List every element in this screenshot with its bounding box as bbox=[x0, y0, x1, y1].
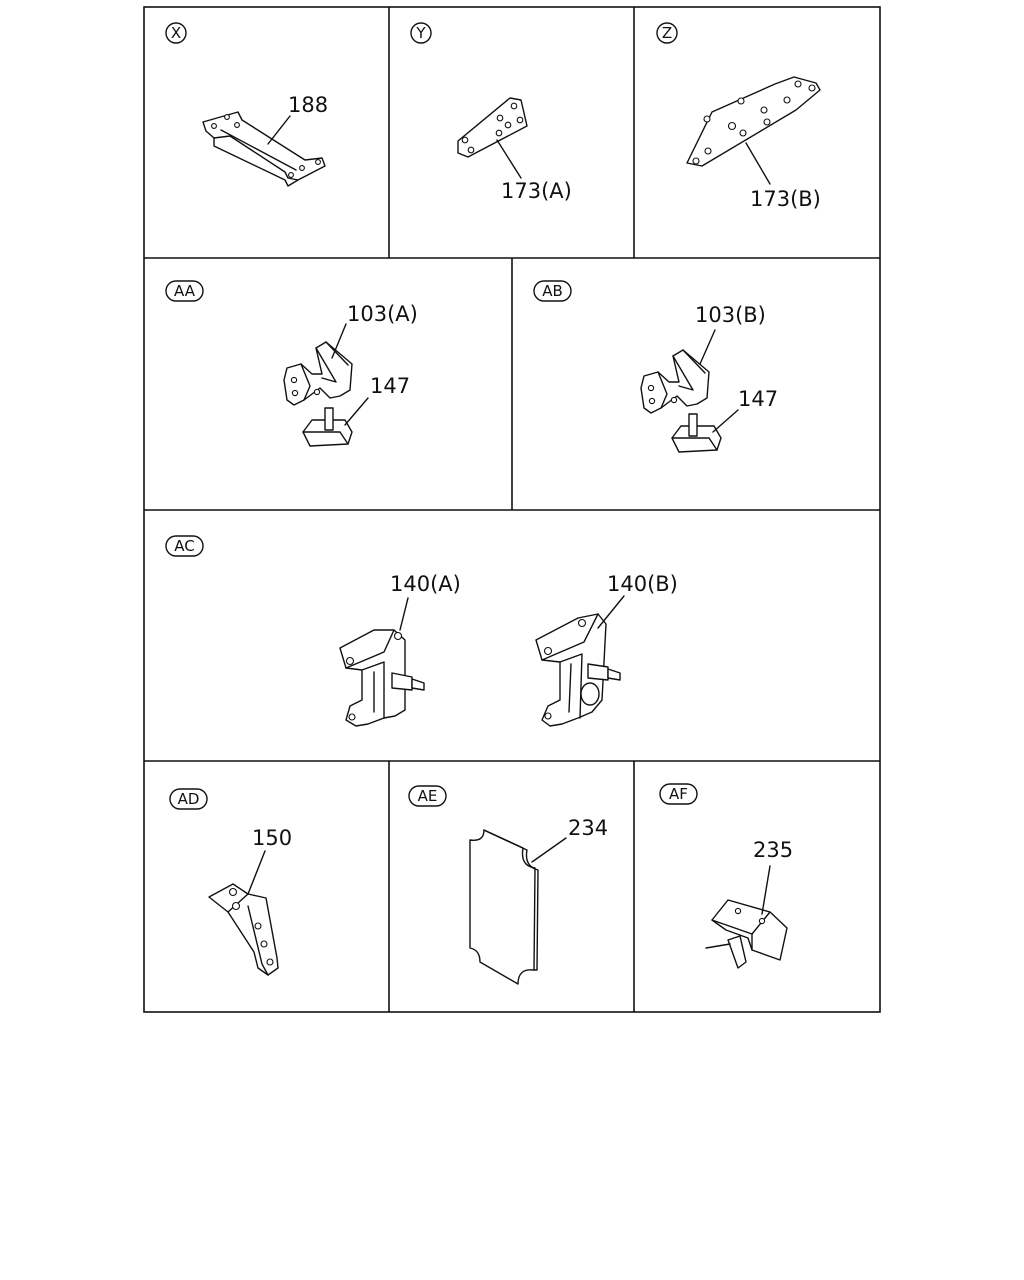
leader-173a bbox=[496, 139, 522, 179]
panel-af: AF 235 bbox=[659, 783, 793, 969]
label-188: 188 bbox=[288, 93, 328, 117]
leader-234 bbox=[531, 837, 567, 863]
panel-ab-id: AB bbox=[533, 280, 572, 302]
panel-ae: AE 234 bbox=[408, 785, 608, 985]
leader-103a bbox=[331, 323, 347, 359]
panel-y-id: Y bbox=[410, 22, 432, 44]
panel-y: Y 173(A) bbox=[410, 22, 572, 203]
panel-z-id: Z bbox=[656, 22, 678, 44]
label-140a: 140(A) bbox=[390, 572, 461, 596]
part-103b-bracket bbox=[640, 349, 710, 414]
panel-aa-id: AA bbox=[165, 280, 204, 302]
panel-ae-id: AE bbox=[408, 785, 447, 807]
label-103a: 103(A) bbox=[347, 302, 418, 326]
panel-ac-id-text: AC bbox=[174, 537, 194, 555]
part-173b-plate bbox=[686, 76, 821, 167]
panel-ad: AD 150 bbox=[169, 788, 292, 976]
panel-x-id-text: X bbox=[171, 24, 181, 42]
part-140b-bracket bbox=[535, 613, 621, 727]
label-173b: 173(B) bbox=[750, 187, 821, 211]
label-140b: 140(B) bbox=[607, 572, 678, 596]
panel-af-id: AF bbox=[659, 783, 698, 805]
panel-ad-id-text: AD bbox=[178, 790, 200, 808]
panel-z: Z 173(B) bbox=[656, 22, 821, 211]
part-147-stud bbox=[671, 413, 722, 453]
panel-ac: AC 140(A) 140(B) bbox=[165, 535, 678, 727]
part-150-bracket bbox=[208, 883, 279, 976]
panel-z-id-text: Z bbox=[662, 24, 672, 42]
part-188-bracket bbox=[202, 111, 326, 187]
leader-150 bbox=[247, 850, 266, 895]
panel-x-id: X bbox=[165, 22, 187, 44]
part-234-panel bbox=[469, 829, 539, 985]
leader-147a bbox=[344, 397, 369, 426]
part-235-block bbox=[705, 899, 788, 969]
leader-103b bbox=[699, 329, 716, 365]
leader-140a bbox=[399, 597, 409, 631]
panel-ab-id-text: AB bbox=[542, 282, 563, 300]
label-147a: 147 bbox=[370, 374, 410, 398]
label-234: 234 bbox=[568, 816, 608, 840]
diagram-grid bbox=[143, 6, 881, 1013]
panel-ac-id: AC bbox=[165, 535, 204, 557]
part-173a-plate bbox=[457, 97, 528, 158]
leader-188 bbox=[267, 115, 291, 145]
panel-af-id-text: AF bbox=[669, 785, 688, 803]
label-173a: 173(A) bbox=[501, 179, 572, 203]
panel-y-id-text: Y bbox=[415, 24, 426, 42]
leader-235 bbox=[761, 865, 771, 915]
label-150: 150 bbox=[252, 826, 292, 850]
panel-ad-id: AD bbox=[169, 788, 208, 810]
panel-aa-id-text: AA bbox=[174, 282, 196, 300]
part-103a-bracket bbox=[283, 341, 353, 406]
label-235: 235 bbox=[753, 838, 793, 862]
label-103b: 103(B) bbox=[695, 303, 766, 327]
panel-ae-id-text: AE bbox=[418, 787, 438, 805]
part-147-stud bbox=[302, 407, 353, 447]
leader-140b bbox=[597, 595, 625, 629]
part-140a-bracket bbox=[339, 629, 425, 727]
label-147b: 147 bbox=[738, 387, 778, 411]
panel-aa: AA 103(A) 147 bbox=[165, 280, 418, 447]
leader-147b bbox=[712, 409, 739, 433]
panel-x: X 188 bbox=[165, 22, 328, 187]
panel-ab: AB 103(B) 147 bbox=[533, 280, 778, 453]
leader-173b bbox=[745, 142, 771, 185]
